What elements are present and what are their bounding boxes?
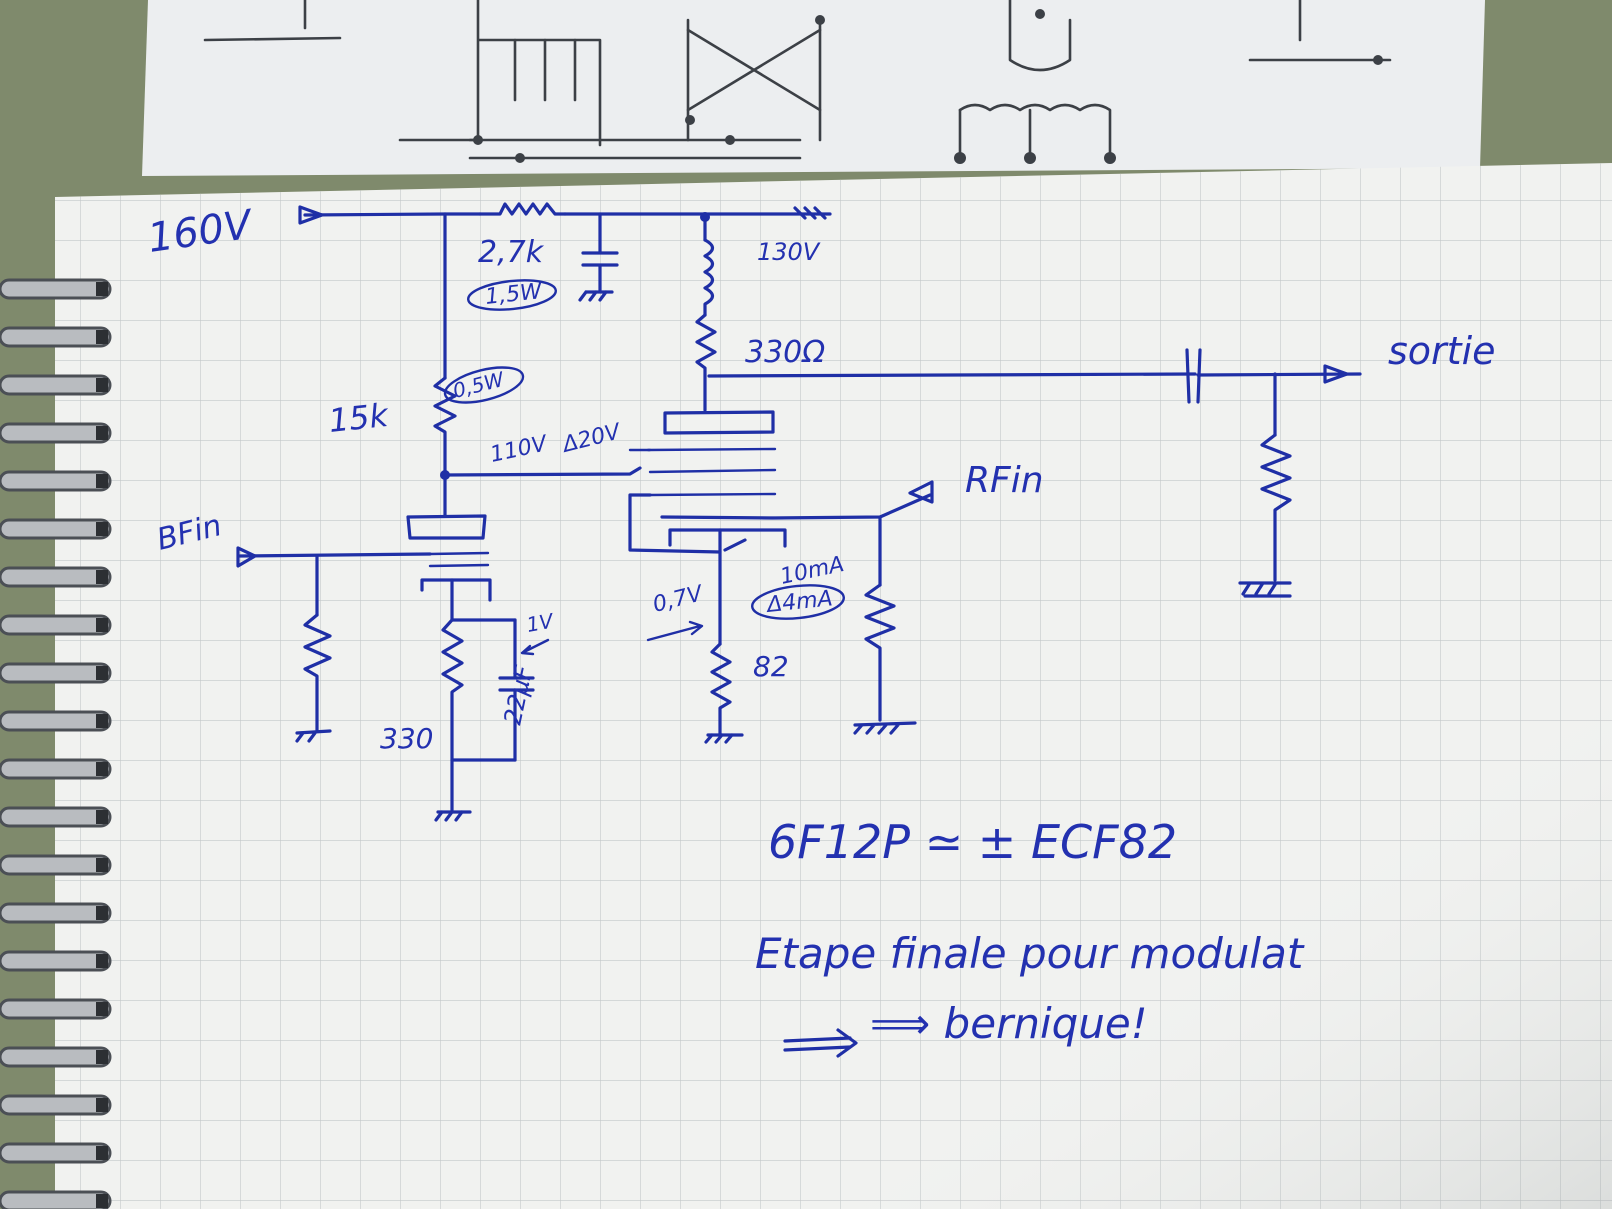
spiral-ring: [0, 278, 112, 300]
spiral-ring: [0, 1142, 112, 1164]
spiral-ring: [0, 1190, 112, 1209]
spiral-hole: [96, 378, 108, 392]
junction-dot: [440, 470, 450, 480]
spiral-hole: [96, 1050, 108, 1064]
spiral-hole: [96, 618, 108, 632]
screen-resistor: [433, 376, 457, 477]
spiral-hole: [96, 906, 108, 920]
note-line-2: ⟹ bernique!: [870, 999, 1148, 1048]
plate-resistor-label: 330Ω: [745, 335, 825, 370]
labels: 160V 2,7k 1,5W 130V 330Ω sortie 15k 0,5W…: [145, 202, 1496, 1048]
background-sketch: [203, 0, 1392, 160]
spiral-ring: [0, 998, 112, 1020]
dropper-power-label: 1,5W: [484, 279, 544, 310]
dropper-resistor: [478, 202, 567, 216]
bf-in-arrow: [236, 546, 257, 568]
spiral-hole: [96, 954, 108, 968]
spiral-hole: [96, 570, 108, 584]
spiral-ring: [0, 1046, 112, 1068]
spiral-ring: [0, 662, 112, 684]
spiral-ring: [0, 806, 112, 828]
schematic: [236, 202, 1362, 1058]
spiral-hole: [96, 282, 108, 296]
triode-plate: [406, 514, 487, 540]
triode-cathode-resistor-label: 330: [380, 722, 433, 755]
plate-voltage-label: 130V: [757, 238, 821, 266]
pentode-cathode-resistor-label: 82: [753, 650, 789, 683]
rf-in-label: RFin: [965, 460, 1044, 501]
load-resistor: [1260, 433, 1292, 582]
spiral-hole: [96, 762, 108, 776]
spiral-hole: [96, 1194, 108, 1208]
output-label: sortie: [1388, 329, 1496, 373]
spiral-hole: [96, 810, 108, 824]
graph-paper-sheet: [55, 163, 1612, 1209]
spiral-ring: [0, 326, 112, 348]
triode-cathode-voltage-label: 1V: [525, 608, 556, 636]
cathode-resistor-pentode: [710, 642, 732, 737]
spiral-hole: [96, 1146, 108, 1160]
spiral-binding: [0, 278, 112, 1209]
spiral-ring: [0, 854, 112, 876]
supply-terminal-arrow: [298, 205, 324, 225]
plate-resistor: [695, 313, 717, 412]
spiral-ring: [0, 422, 112, 444]
spiral-ring: [0, 758, 112, 780]
plate-choke: [703, 238, 715, 317]
screen-resistor-label: 15k: [327, 396, 391, 440]
spiral-ring: [0, 470, 112, 492]
pentode-plate: [663, 410, 775, 435]
spiral-ring: [0, 518, 112, 540]
background-sheet: [142, 0, 1485, 176]
spiral-hole: [96, 1002, 108, 1016]
spiral-hole: [96, 474, 108, 488]
spiral-hole: [96, 1098, 108, 1112]
grid-leak-resistor: [864, 583, 896, 722]
spiral-hole: [96, 666, 108, 680]
ground-symbol: [578, 290, 614, 302]
spiral-ring: [0, 710, 112, 732]
junction-dot: [700, 212, 710, 222]
spiral-hole: [96, 858, 108, 872]
spiral-ring: [0, 902, 112, 924]
cathode-resistor-triode: [441, 618, 517, 762]
spiral-ring: [0, 374, 112, 396]
note-line-1: Etape finale pour modulat: [755, 929, 1305, 978]
dropper-resistor-label: 2,7k: [478, 235, 545, 270]
spiral-hole: [96, 714, 108, 728]
output-terminal-arrow: [1323, 364, 1349, 384]
spiral-ring: [0, 614, 112, 636]
spiral-ring: [0, 1094, 112, 1116]
spiral-ring: [0, 566, 112, 588]
bf-grid-resistor: [303, 613, 332, 732]
spiral-hole: [96, 426, 108, 440]
spiral-hole: [96, 522, 108, 536]
tube-equivalence-label: 6F12P ≃ ± ECF82: [768, 815, 1177, 869]
rf-in-arrow: [908, 480, 934, 504]
spiral-hole: [96, 330, 108, 344]
rail-end-mark: [793, 206, 827, 220]
spiral-ring: [0, 950, 112, 972]
